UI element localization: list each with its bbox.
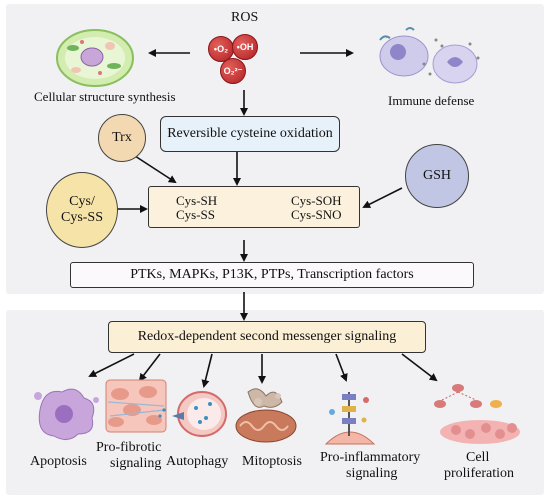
superoxide-molecule: •O₂ bbox=[208, 36, 234, 62]
redox-signaling-box: Redox-dependent second messenger signali… bbox=[108, 321, 426, 353]
cell-proliferation-label-2: proliferation bbox=[444, 466, 514, 481]
cys-label-line1: Cys/ bbox=[69, 193, 95, 209]
immune-cells-icon bbox=[379, 27, 480, 84]
cell-proliferation-label: Cell bbox=[466, 450, 490, 465]
peroxide-molecule: O₂²⁻ bbox=[220, 58, 246, 84]
hydroxyl-molecule: •OH bbox=[232, 34, 258, 60]
cys-sno-label: Cys-SNO bbox=[291, 207, 342, 222]
cys-soh-label: Cys-SOH bbox=[291, 193, 342, 208]
cys-sh-label: Cys-SH bbox=[176, 193, 218, 208]
cell-structure-icon bbox=[56, 29, 134, 87]
reversible-oxidation-box: Reversible cysteine oxidation bbox=[160, 116, 340, 152]
pro-fibrotic-label: Pro-fibrotic bbox=[96, 440, 162, 455]
apoptosis-icon bbox=[34, 388, 99, 440]
autophagy-icon bbox=[158, 391, 227, 437]
signaling-targets-box: PTKs, MAPKs, P13K, PTPs, Transcription f… bbox=[70, 262, 474, 288]
ros-label: ROS bbox=[231, 10, 259, 25]
mitoptosis-label: Mitoptosis bbox=[242, 454, 302, 469]
autophagy-label: Autophagy bbox=[166, 454, 229, 469]
cys-ss-label: Cys-SS bbox=[176, 207, 216, 222]
cys-circle: Cys/Cys-SS bbox=[46, 172, 118, 248]
apoptosis-label: Apoptosis bbox=[30, 454, 87, 469]
cell-proliferation-icon bbox=[434, 384, 520, 444]
pro-fibrotic-icon bbox=[105, 379, 167, 433]
pro-inflammatory-icon bbox=[324, 392, 376, 445]
pro-fibrotic-label-2: signaling bbox=[110, 456, 162, 471]
cys-label-line2: Cys-SS bbox=[60, 210, 104, 225]
cellular-structure-label: Cellular structure synthesis bbox=[34, 89, 176, 104]
cysteine-states-box bbox=[148, 186, 360, 228]
mitoptosis-icon bbox=[235, 388, 297, 443]
trx-circle: Trx bbox=[98, 114, 146, 162]
immune-defense-label: Immune defense bbox=[388, 93, 475, 108]
gsh-circle: GSH bbox=[405, 144, 469, 208]
pro-inflammatory-label: Pro-inflammatory bbox=[320, 450, 421, 465]
pro-inflammatory-label-2: signaling bbox=[346, 466, 398, 481]
